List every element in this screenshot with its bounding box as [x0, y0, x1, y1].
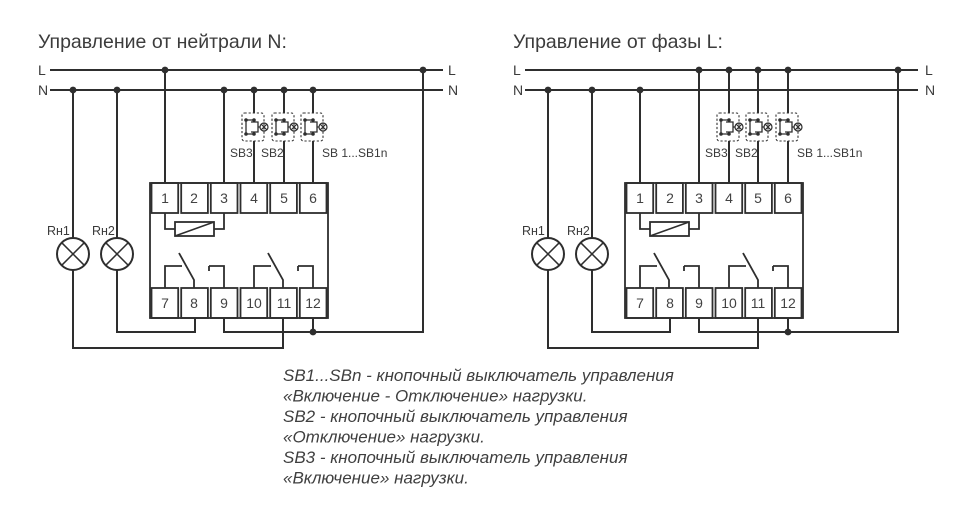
terminal-number: 2: [666, 190, 674, 206]
junction-dot: [695, 66, 703, 74]
terminal-number: 5: [280, 190, 288, 206]
lamp-label-r1: Rн1: [522, 224, 545, 238]
bus-label-n-right: N: [448, 82, 458, 98]
junction-dot: [754, 66, 762, 74]
junction-dot: [309, 328, 317, 336]
terminal-number: 6: [784, 190, 792, 206]
terminal-number: 12: [780, 295, 796, 311]
lamp-label-r1: Rн1: [47, 224, 70, 238]
push-button-sb1n: [775, 112, 803, 142]
legend-line-4: «Отключение» нагрузки.: [283, 428, 485, 447]
power-bus-lines: [50, 69, 443, 91]
legend-line-2: «Включение - Отключение» нагрузки.: [283, 387, 587, 406]
bus-label-l-right: L: [925, 62, 933, 78]
terminal-number: 12: [305, 295, 321, 311]
terminal-number: 6: [309, 190, 317, 206]
junction-dot: [636, 86, 644, 94]
bus-label-l-left: L: [513, 62, 521, 78]
terminal-number: 3: [695, 190, 703, 206]
diagram-phase-control: Управление от фазы L: L N L N SB3 SB2 SB…: [513, 31, 935, 349]
bus-label-n-right: N: [925, 82, 935, 98]
diagram-title: Управление от фазы L:: [513, 31, 723, 53]
terminal-number: 8: [190, 295, 198, 311]
junction-dot: [544, 86, 552, 94]
button-label-sb1n: SB 1...SB1n: [322, 146, 387, 160]
button-label-sb2: SB2: [735, 146, 758, 160]
junction-dot: [280, 86, 288, 94]
legend-line-5: SB3 - кнопочный выключатель управления: [283, 448, 628, 467]
legend-line-6: «Включение» нагрузки.: [283, 469, 469, 488]
circuit-wires: [72, 70, 424, 349]
push-button-sb2: [745, 112, 773, 142]
junction-dot: [419, 66, 427, 74]
junction-dots: [69, 66, 427, 336]
relay-terminal-numbers: 1 2 3 4 5 6 7 8 9 10 11 12: [636, 190, 796, 311]
junction-dots: [544, 66, 902, 336]
terminal-number: 9: [220, 295, 228, 311]
junction-dot: [784, 328, 792, 336]
lamp-label-r2: Rн2: [567, 224, 590, 238]
button-label-sb3: SB3: [230, 146, 253, 160]
diagram-title: Управление от нейтрали N:: [38, 31, 287, 53]
lamp-icon-r1: [531, 237, 565, 271]
junction-dot: [250, 86, 258, 94]
terminal-number: 10: [721, 295, 737, 311]
lamp-icon-r2: [100, 237, 134, 271]
legend-line-1: SB1...SBn - кнопочный выключатель управл…: [283, 366, 674, 385]
bus-label-n-left: N: [513, 82, 523, 98]
circuit-wires: [547, 70, 899, 349]
terminal-number: 3: [220, 190, 228, 206]
junction-dot: [588, 86, 596, 94]
push-button-sb3: [716, 112, 744, 142]
diagram-neutral-control: Управление от нейтрали N: L N L N SB3 SB…: [38, 31, 458, 349]
lamp-icon-r2: [575, 237, 609, 271]
terminal-number: 7: [161, 295, 169, 311]
terminal-number: 2: [190, 190, 198, 206]
terminal-number: 5: [754, 190, 762, 206]
relay-module: [149, 182, 329, 319]
bus-label-l-left: L: [38, 62, 46, 78]
legend: SB1...SBn - кнопочный выключатель управл…: [283, 366, 674, 488]
bus-label-l-right: L: [448, 62, 456, 78]
button-label-sb1n: SB 1...SB1n: [797, 146, 862, 160]
terminal-number: 1: [161, 190, 169, 206]
push-button-sb1n: [300, 112, 328, 142]
junction-dot: [894, 66, 902, 74]
button-label-sb2: SB2: [261, 146, 284, 160]
button-label-sb3: SB3: [705, 146, 728, 160]
push-button-sb3: [241, 112, 269, 142]
power-bus-lines: [525, 69, 918, 91]
junction-dot: [725, 66, 733, 74]
junction-dot: [113, 86, 121, 94]
terminal-number: 8: [666, 295, 674, 311]
junction-dot: [309, 86, 317, 94]
relay-module: [624, 182, 804, 319]
junction-dot: [220, 86, 228, 94]
terminal-number: 10: [246, 295, 262, 311]
terminal-number: 9: [695, 295, 703, 311]
legend-line-3: SB2 - кнопочный выключатель управления: [283, 407, 628, 426]
push-button-sb2: [271, 112, 299, 142]
junction-dot: [784, 66, 792, 74]
terminal-number: 11: [277, 295, 292, 311]
relay-terminal-numbers: 1 2 3 4 5 6 7 8 9 10 11 12: [161, 190, 321, 311]
terminal-number: 4: [725, 190, 733, 206]
terminal-number: 1: [636, 190, 644, 206]
bus-label-n-left: N: [38, 82, 48, 98]
lamp-label-r2: Rн2: [92, 224, 115, 238]
junction-dot: [161, 66, 169, 74]
terminal-number: 4: [250, 190, 258, 206]
terminal-number: 11: [751, 295, 766, 311]
lamp-icon-r1: [56, 237, 90, 271]
terminal-number: 7: [636, 295, 644, 311]
junction-dot: [69, 86, 77, 94]
